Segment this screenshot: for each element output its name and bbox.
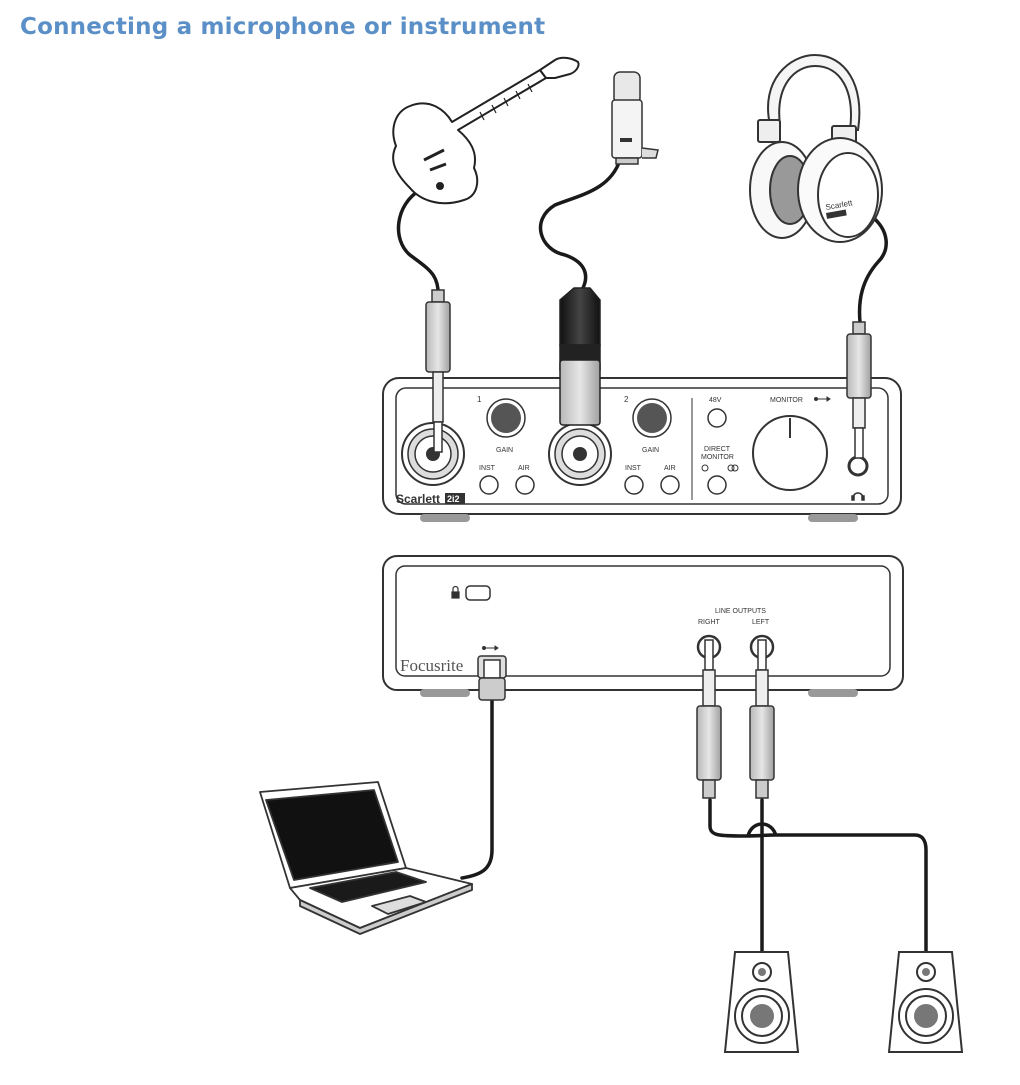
usb-cable xyxy=(460,698,494,880)
input1-number: 1 xyxy=(477,395,482,404)
stereo-icon xyxy=(727,464,735,472)
monitor-knob[interactable] xyxy=(752,415,828,491)
foot xyxy=(420,514,470,522)
phantom-label: 48V xyxy=(709,397,722,404)
input2-number: 2 xyxy=(624,395,629,404)
laptop-icon xyxy=(259,781,473,935)
headphone-jack-plug xyxy=(846,321,872,459)
page-title: Connecting a microphone or instrument xyxy=(20,14,546,40)
left-output-label: LEFT xyxy=(752,619,770,626)
air-button-1[interactable] xyxy=(515,475,535,495)
gain-label-2: GAIN xyxy=(642,447,659,454)
foot xyxy=(420,689,470,697)
cables xyxy=(396,158,928,957)
right-output-label: RIGHT xyxy=(698,619,721,626)
direct-monitor-label-2: MONITOR xyxy=(701,454,734,461)
inst-button-1[interactable] xyxy=(479,475,499,495)
air-button-2[interactable] xyxy=(660,475,680,495)
microphone-cable xyxy=(538,158,622,292)
air-label-1: AIR xyxy=(518,465,530,472)
gain-label-1: GAIN xyxy=(496,447,513,454)
foot xyxy=(808,689,858,697)
air-label-2: AIR xyxy=(664,465,676,472)
gain-knob-1[interactable] xyxy=(491,403,521,433)
guitar-icon xyxy=(392,56,580,205)
guitar-cable xyxy=(396,188,440,302)
right-output-cable xyxy=(708,798,928,957)
line-outputs-label: LINE OUTPUTS xyxy=(715,608,766,615)
combo-input-2[interactable] xyxy=(548,422,612,486)
cable-crossover xyxy=(746,822,778,837)
guitar-jack-plug xyxy=(425,289,451,453)
monitor-label: MONITOR xyxy=(770,397,803,404)
headphone-jack-icon xyxy=(851,492,865,501)
mono-icon xyxy=(701,464,709,472)
inst-button-2[interactable] xyxy=(624,475,644,495)
model-badge: 2i2 xyxy=(447,494,460,504)
speaker-icon xyxy=(723,951,800,1053)
rear-panel: Focusrite LINE OUTPUTS RIGHT LEFT xyxy=(382,555,904,697)
inst-label-2: INST xyxy=(625,465,642,472)
kensington-slot xyxy=(465,585,491,601)
xlr-plug xyxy=(559,287,601,426)
speaker-icon xyxy=(887,951,964,1053)
direct-monitor-button[interactable] xyxy=(707,475,727,495)
phantom-power-button[interactable] xyxy=(707,408,727,428)
front-brand: Scarlett xyxy=(396,492,440,506)
foot xyxy=(808,514,858,522)
usb-icon xyxy=(482,645,499,651)
gain-knob-2[interactable] xyxy=(637,403,667,433)
usb-icon xyxy=(814,396,831,402)
rear-brand: Focusrite xyxy=(400,656,463,675)
usb-plug xyxy=(478,659,506,701)
microphone-icon xyxy=(611,71,659,165)
headphone-jack[interactable] xyxy=(847,455,869,477)
front-panel: 1 GAIN 2 GAIN INST AIR INST AIR 48V DIRE… xyxy=(382,377,902,522)
combo-input-1[interactable] xyxy=(401,422,465,486)
left-output-plug xyxy=(749,639,775,799)
direct-monitor-label-1: DIRECT xyxy=(704,446,731,453)
right-output-plug xyxy=(696,639,722,799)
lock-icon xyxy=(451,585,460,599)
headphones-icon: Scarlett xyxy=(749,53,883,243)
headphone-cable xyxy=(857,213,888,324)
inst-label-1: INST xyxy=(479,465,496,472)
